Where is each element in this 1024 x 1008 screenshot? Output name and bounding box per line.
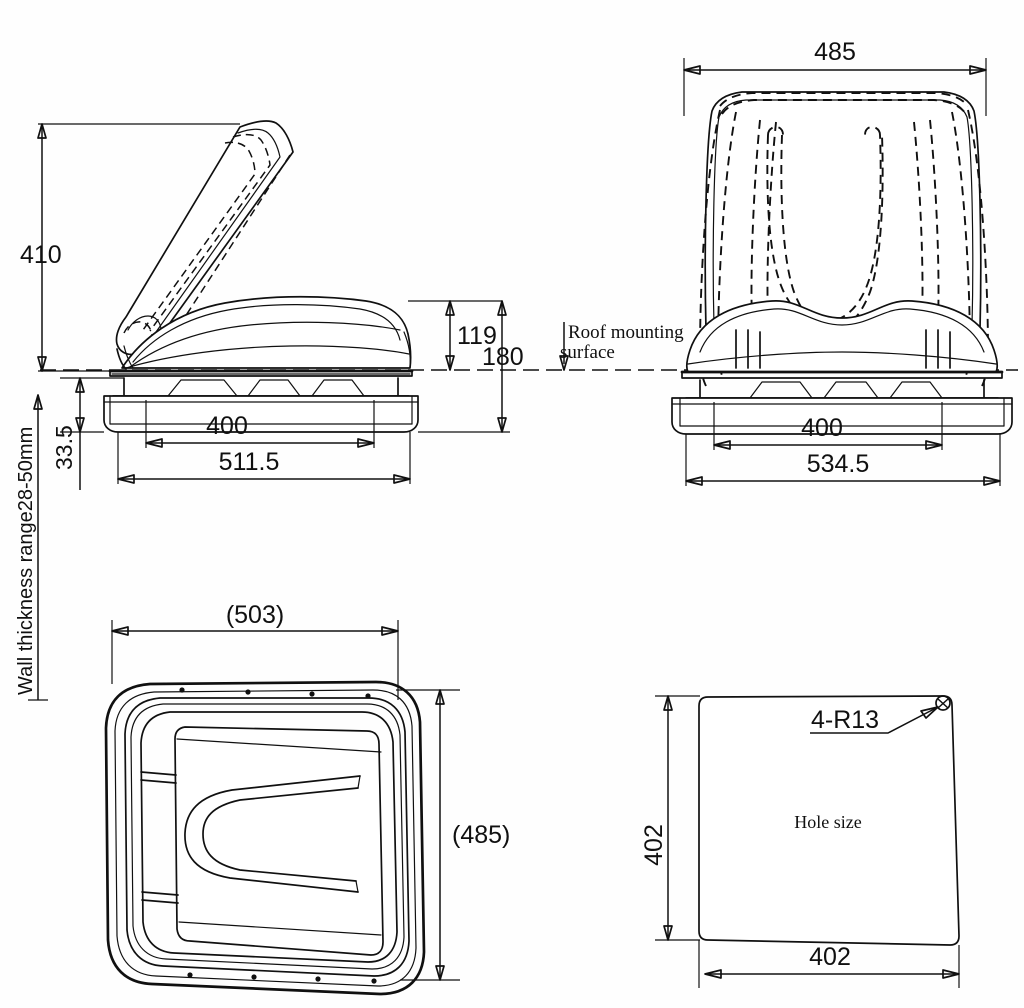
dim-485-front-width: 485 [683, 38, 987, 116]
plan-handle-recess [184, 775, 361, 893]
plan-lid-ring [124, 697, 410, 977]
dim-33-5-flange: 33.5 [51, 377, 124, 490]
dim-503-plan-width: (503) [111, 601, 399, 700]
front-hinge-posts [735, 329, 951, 369]
dim-400-side-label: 400 [206, 412, 248, 440]
dim-400-front-label: 400 [801, 414, 843, 442]
dim-180-total-height: 180 [418, 300, 524, 433]
side-upper-frame-plate [108, 369, 414, 377]
front-body-dome [685, 300, 999, 373]
dim-402-hole-height: 402 [640, 695, 700, 941]
hole-corner-radius-callout: 4-R13 [810, 695, 951, 734]
plan-inner-ring [140, 711, 398, 963]
dim-400-side-opening: 400 [145, 400, 375, 448]
dim-534-5-flange: 534.5 [685, 434, 1001, 486]
front-upper-frame-plate [680, 370, 1004, 379]
hole-size-label: Hole size [794, 812, 861, 832]
plan-view: (503) (485) [104, 601, 510, 996]
dim-4-R13-label: 4-R13 [811, 706, 879, 734]
plan-screw-marks [179, 687, 377, 984]
dim-119-label: 119 [457, 322, 497, 350]
dim-511-5-flange: 511.5 [117, 432, 411, 484]
side-hinge-detail [116, 345, 134, 370]
side-interior-trim-flange [103, 395, 419, 433]
plan-hinge-tabs [140, 771, 179, 904]
dim-503-label: (503) [226, 601, 284, 629]
roof-mounting-label-line1: Roof mounting [568, 322, 684, 343]
wall-thickness-note: Wall thickness range28-50mm [15, 394, 48, 701]
dim-410-label: 410 [20, 241, 62, 269]
roof-mounting-surface-note: Roof mounting surface [559, 322, 684, 371]
side-roof-thickness-ribs [112, 377, 410, 397]
front-roof-thickness-ribs [685, 379, 999, 399]
dim-485-plan-label: (485) [452, 821, 510, 849]
hole-size-view: 4-R13 Hole size 402 402 [640, 695, 960, 988]
dim-180-label: 180 [482, 343, 524, 371]
plan-lid-panel [174, 726, 384, 956]
hole-cutout-outline [698, 695, 960, 946]
side-elevation-view: 410 33.5 400 [20, 120, 524, 490]
side-body-dome [121, 295, 412, 369]
wall-thickness-label: Wall thickness range28-50mm [15, 427, 37, 695]
dim-402-hole-width: 402 [698, 940, 960, 988]
dim-534-5-label: 534.5 [807, 450, 870, 478]
front-interior-trim-flange [671, 397, 1013, 435]
dim-485-label: 485 [814, 38, 856, 66]
dim-402-height-label: 402 [640, 824, 668, 866]
plan-outer-frame [104, 680, 426, 996]
dim-485-plan-depth: (485) [396, 689, 510, 981]
dim-511-5-label: 511.5 [219, 448, 280, 476]
dim-410-height: 410 [20, 123, 240, 372]
dim-402-width-label: 402 [809, 943, 851, 971]
dim-33-5-label: 33.5 [51, 425, 77, 470]
roof-mounting-label-line2: surface [560, 342, 615, 363]
dim-400-front-opening: 400 [713, 402, 943, 450]
dim-119-lid-height: 119 [408, 300, 502, 371]
front-elevation-view: 485 400 534.5 [559, 38, 1013, 486]
